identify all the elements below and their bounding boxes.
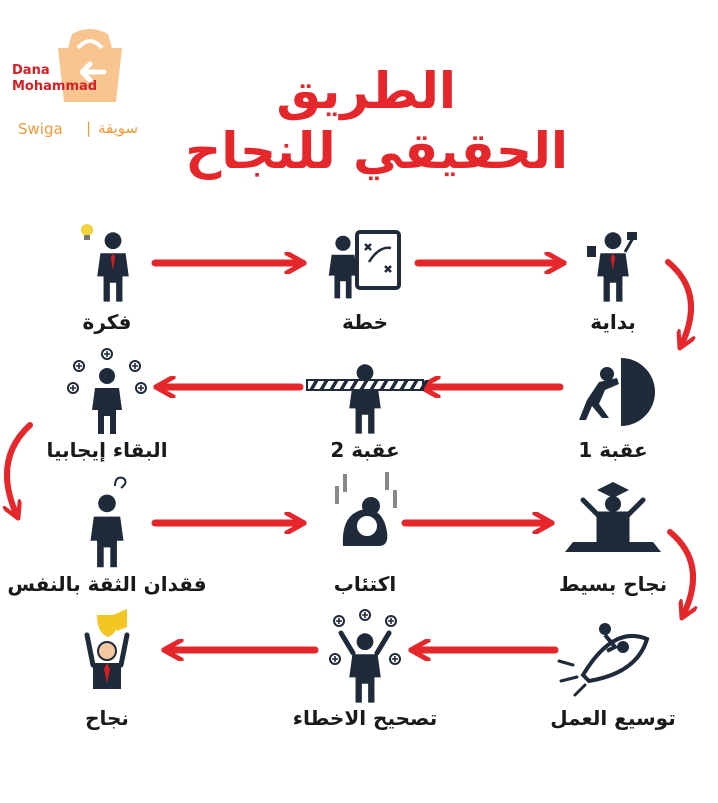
brand-latin: Swiga [18, 120, 63, 138]
arrow-connector-2 [7, 422, 33, 515]
step-label: فكرة [82, 310, 132, 334]
pushing-wall-icon [579, 358, 655, 426]
arrow-connector-3 [667, 529, 693, 615]
positive-person-icon [67, 348, 147, 434]
rocket-launch-icon [557, 623, 650, 697]
confused-person-icon [90, 476, 127, 568]
step-label: عقبة 2 [330, 438, 400, 462]
step-label: نجاح [85, 706, 129, 730]
step-label: اكتئاب [333, 572, 397, 596]
cheering-person-icon [329, 609, 401, 703]
graduate-podium-icon [565, 482, 661, 552]
step-label: خطة [341, 310, 389, 334]
arrow-connector-1 [665, 259, 691, 345]
title-line-2: الحقيقي للنجاح [185, 122, 568, 180]
step-label: تصحيح الاخطاء [292, 706, 438, 730]
step-label: توسيع العمل [550, 706, 676, 730]
title-line-1: الطريق [276, 62, 456, 120]
strategy-board-icon [328, 230, 401, 299]
step-label: بداية [590, 310, 636, 334]
businessman-multitasking-icon [587, 232, 637, 302]
author-name: Dana Mohammad [12, 63, 98, 94]
step-label: عقبة 1 [578, 438, 648, 462]
barrier-icon [306, 364, 429, 434]
depressed-person-icon [335, 472, 397, 546]
idea-lightbulb-person-icon [81, 224, 129, 302]
trophy-winner-icon [84, 609, 130, 689]
brand-arabic: سويقة [98, 119, 139, 137]
step-label: فقدان الثقة بالنفس [7, 572, 207, 596]
step-label: البقاء إيجابيا [46, 438, 168, 462]
brand-separator: | [86, 119, 92, 137]
swiga-logo [58, 29, 122, 102]
step-label: نجاح بسيط [558, 572, 668, 596]
